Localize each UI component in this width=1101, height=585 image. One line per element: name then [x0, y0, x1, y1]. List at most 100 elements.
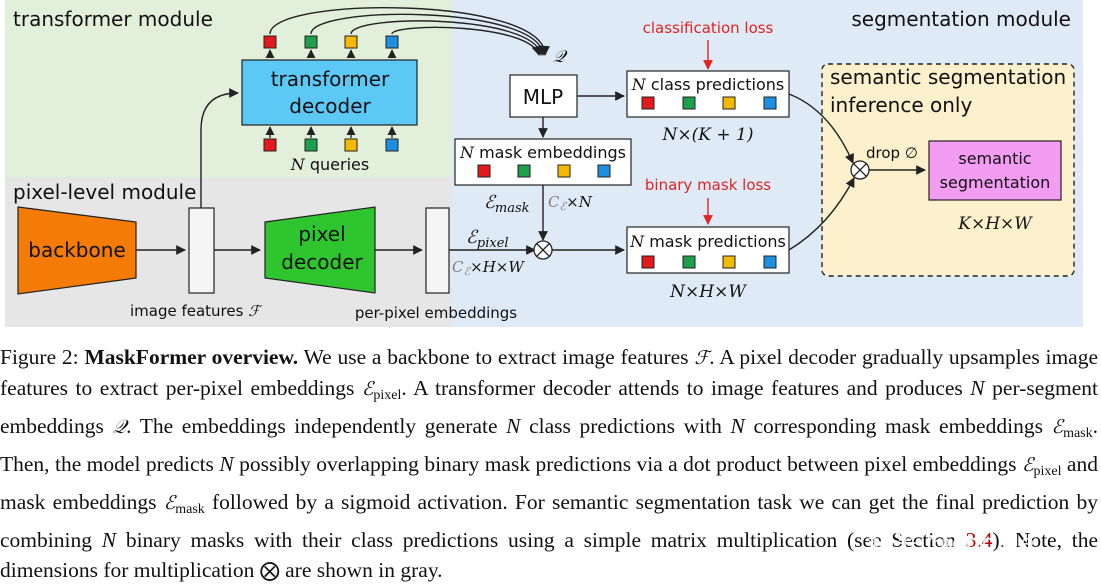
caption-text: . A transformer decoder attends to image… [401, 376, 971, 400]
inference-box-title: semantic segmentation [830, 65, 1066, 89]
caption-text: class predictions with [520, 414, 731, 438]
q-symbol: 𝒬 [553, 47, 568, 67]
section-link[interactable]: 3.4 [965, 528, 993, 552]
query-square [344, 35, 358, 49]
caption-subscript: pixel [1033, 464, 1062, 479]
caption-text: corresponding mask embeddings [744, 414, 1052, 438]
mask-predictions-label: N mask predictions [629, 232, 786, 251]
query-square [385, 138, 399, 152]
otimes-symbol: ⨂ [259, 558, 280, 582]
transformer-decoder-label: transformer [271, 67, 390, 91]
query-square [385, 35, 399, 49]
query-square [263, 138, 277, 152]
mask-square [641, 255, 655, 269]
mask-embeddings-label: N mask embeddings [459, 143, 626, 162]
pixel-level-module-label: pixel-level module [13, 180, 196, 204]
caption-text: . A pixel decoder gradually upsamples im… [0, 345, 1099, 400]
mask-embedding-square [557, 164, 571, 178]
dot-product-operator [533, 240, 553, 260]
figure-title: MaskFormer overview. [84, 345, 299, 369]
drop-label: drop ∅ [866, 144, 918, 162]
caption-symbol: ℱ [694, 347, 710, 369]
transformer-decoder-label-2: decoder [289, 94, 371, 118]
caption-symbol: N [101, 528, 117, 552]
class-square [763, 96, 777, 110]
mask-dims-label: Cℰ×N [548, 193, 593, 213]
e-mask-label: ℰmask [484, 192, 530, 216]
caption-symbol: N [219, 452, 234, 476]
caption-symbol: N [730, 414, 745, 438]
pixel-dims-label: Cℰ×H×W [452, 258, 525, 278]
query-square [263, 35, 277, 49]
caption-text: per-segment embeddings [0, 376, 1098, 438]
mask-dims-output-label: N×H×W [669, 282, 747, 302]
mask-square [682, 255, 696, 269]
class-dims-label: N×(K + 1) [662, 125, 754, 145]
per-pixel-embeddings-bar [425, 207, 450, 294]
mask-embedding-square [597, 164, 611, 178]
mlp-label: MLP [523, 85, 563, 109]
caption-text: possibly overlapping binary mask predict… [233, 452, 1022, 476]
image-features-label: image features ℱ [130, 302, 263, 320]
transformer-module-label: transformer module [13, 7, 213, 31]
pixel-decoder-label: pixel [298, 222, 345, 246]
caption-symbol: ℰ [1021, 454, 1034, 476]
mask-square [722, 255, 736, 269]
caption-text: . Then, the model predicts [0, 414, 1098, 476]
caption-text: and mask embeddings [0, 452, 1098, 514]
caption-text: followed by a sigmoid activation. For se… [0, 490, 1098, 552]
image-features-bar [188, 207, 215, 294]
queries-label: N queries [290, 155, 369, 174]
semantic-segmentation-block [928, 140, 1062, 201]
caption-subscript: mask [1063, 426, 1093, 441]
caption-symbol: ℰ [163, 492, 176, 514]
per-pixel-embeddings-label: per-pixel embeddings [355, 304, 517, 322]
mask-embedding-square [517, 164, 531, 178]
maskformer-diagram: transformer module pixel-level module se… [5, 0, 1083, 327]
segmentation-module-label: segmentation module [851, 7, 1071, 31]
query-square [304, 138, 318, 152]
features-to-decoder-arrow [200, 88, 239, 208]
caption-symbol: N [970, 376, 985, 400]
output-dims-label: K×H×W [957, 214, 1033, 234]
e-pixel-label: ℰpixel [466, 227, 509, 251]
backbone-label: backbone [28, 238, 125, 262]
caption-text: . The embeddings independently generate [126, 414, 507, 438]
transformer-decoder-block [241, 59, 418, 126]
query-to-mlp-arcs [269, 6, 550, 56]
mask-square [763, 255, 777, 269]
backbone-block [17, 206, 137, 295]
classification-loss-label: classification loss [643, 19, 774, 37]
class-square [682, 96, 696, 110]
class-predictions-label: N class predictions [631, 75, 785, 94]
caption-symbol: ℰ [361, 378, 374, 400]
caption-text: are shown in gray. [279, 558, 443, 582]
zhihu-watermark: 知乎 @cookie [868, 529, 1036, 557]
decoder-output-queries [263, 35, 399, 59]
caption-symbol: N [506, 414, 521, 438]
pixel-decoder-label-2: decoder [281, 250, 363, 274]
binary-mask-loss-label: binary mask loss [645, 176, 771, 194]
caption-subscript: mask [175, 502, 205, 517]
pixel-decoder-block [264, 206, 376, 294]
figure-caption: Figure 2: MaskFormer overview. We use a … [0, 342, 1098, 585]
merge-operator [850, 160, 870, 180]
inference-box-title-2: inference only [830, 93, 972, 117]
query-square [304, 35, 318, 49]
semantic-segmentation-label-2: segmentation [940, 173, 1051, 192]
caption-text: binary masks with their class prediction… [116, 528, 966, 552]
mask-embedding-square [477, 164, 491, 178]
caption-symbol: 𝒬 [112, 416, 127, 438]
semantic-segmentation-label: semantic [958, 149, 1031, 168]
query-square [344, 138, 358, 152]
class-square [641, 96, 655, 110]
mask-to-merge-arrow [788, 177, 855, 251]
input-queries [263, 126, 399, 152]
caption-text: ). Note, the dimensions for multiplicati… [0, 528, 1099, 582]
caption-text: We use a backbone to extract image featu… [298, 345, 695, 369]
class-square [722, 96, 736, 110]
class-to-merge-arrow [788, 93, 854, 164]
figure-number: Figure 2: [0, 345, 79, 369]
caption-subscript: pixel [373, 388, 402, 403]
caption-symbol: ℰ [1051, 416, 1064, 438]
